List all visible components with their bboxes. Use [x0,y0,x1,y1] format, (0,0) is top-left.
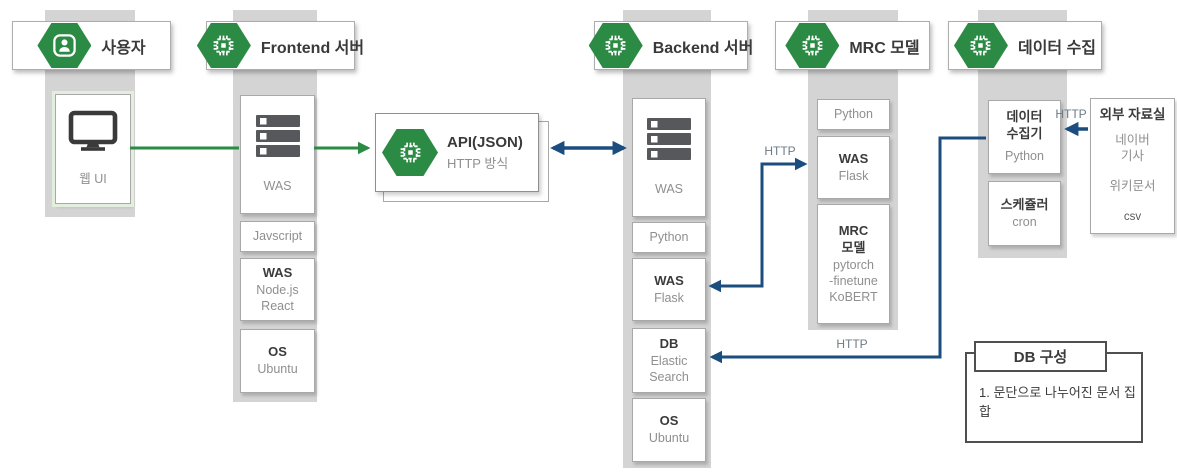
server-icon [255,114,300,163]
frontend-javscript-node: Javscript [240,221,315,252]
backend-db-line2: Search [649,369,689,384]
mrc-flask-title: WAS [838,150,869,166]
mrc-model-node: MRC 모델 pytorch -finetune KoBERT [817,204,890,324]
server-icon [647,117,691,166]
backend-os-line1: Ubuntu [648,431,690,446]
mrc-model-title1: MRC [838,222,869,238]
mrc-model-title2: 모델 [841,239,866,255]
frontend-was-node: WAS [240,95,315,214]
user-icon [37,23,92,68]
scheduler-line1: cron [1012,214,1037,229]
external-line1: 네이버 [1115,132,1150,147]
mrc-model-line3: KoBERT [829,290,878,305]
was-nodejs-title: WAS [262,264,293,280]
frontend-os-node: OS Ubuntu [240,329,315,393]
header-user: 사용자 [12,21,171,70]
backend-flask-title: WAS [654,272,684,288]
http-label-collector-db: HTTP [836,337,868,351]
chip-icon [953,23,1008,68]
scheduler-node: 스케쥴러 cron [988,181,1061,246]
backend-db-node: DB Elastic Search [632,328,706,393]
chip-icon [588,23,643,68]
frontend-os-title: OS [268,344,287,360]
frontend-was-label: WAS [263,178,292,193]
header-backend-label: Backend 서버 [652,39,754,57]
header-backend: Backend 서버 [588,21,753,70]
header-data: 데이터 수집 [948,21,1102,70]
backend-was-node: WAS [632,98,706,217]
chip-icon [196,23,251,68]
chip-icon [382,129,438,176]
header-data-label: 데이터 수집 [1017,39,1097,57]
header-user-label: 사용자 [101,39,146,57]
external-sources-node: 외부 자료실 네이버 기사 위키문서 csv [1090,98,1175,234]
http-label-external-collector: HTTP [1055,107,1087,121]
api-subtitle: HTTP 방식 [447,155,509,171]
collector-title2: 수집기 [1006,126,1043,142]
frontend-os-line1: Ubuntu [257,362,298,377]
api-title: API(JSON) [447,133,523,151]
collector-line1: Python [1005,149,1044,164]
mrc-python-label: Python [834,107,873,122]
backend-db-title: DB [659,335,679,351]
db-config-title: DB 구성 [974,341,1107,372]
mrc-model-line2: -finetune [829,273,878,288]
header-frontend: Frontend 서버 [196,21,364,70]
external-title: 외부 자료실 [1099,107,1166,122]
backend-flask-line1: Flask [654,290,684,305]
external-line4: csv [1123,211,1142,224]
external-line2: 기사 [1120,148,1144,163]
chip-icon [785,23,840,68]
monitor-icon [68,110,118,157]
was-nodejs-line1: Node.js [256,282,299,297]
db-config-item: 1. 문단으로 나누어진 문서 집합 [979,385,1136,419]
backend-python-label: Python [649,230,689,245]
http-label-backend-mrc: HTTP [764,144,796,158]
collector-title1: 데이터 [1006,109,1043,125]
javscript-label: Javscript [252,229,303,244]
web-ui-node: 웹 UI [55,94,131,204]
mrc-flask-line1: Flask [838,168,869,183]
backend-db-line1: Elastic [650,353,688,368]
mrc-was-flask-node: WAS Flask [817,136,890,199]
mrc-python-node: Python [817,99,890,130]
external-line3: 위키문서 [1109,179,1156,194]
frontend-was-nodejs-node: WAS Node.js React [240,258,315,321]
scheduler-title: 스케쥴러 [1000,196,1049,212]
backend-os-title: OS [659,413,679,429]
header-mrc: MRC 모델 [775,21,930,70]
was-nodejs-line2: React [261,298,294,313]
backend-was-label: WAS [654,181,683,196]
data-collector-node: 데이터 수집기 Python [988,100,1061,174]
backend-was-flask-node: WAS Flask [632,258,706,321]
backend-os-node: OS Ubuntu [632,398,706,462]
backend-python-node: Python [632,222,706,253]
arrow-backend-mrc-bidirectional [708,157,808,293]
api-node: API(JSON) HTTP 방식 [375,113,539,192]
header-frontend-label: Frontend 서버 [260,39,365,57]
header-mrc-label: MRC 모델 [849,39,920,57]
web-ui-label: 웹 UI [79,172,107,187]
mrc-model-line1: pytorch [833,257,874,272]
